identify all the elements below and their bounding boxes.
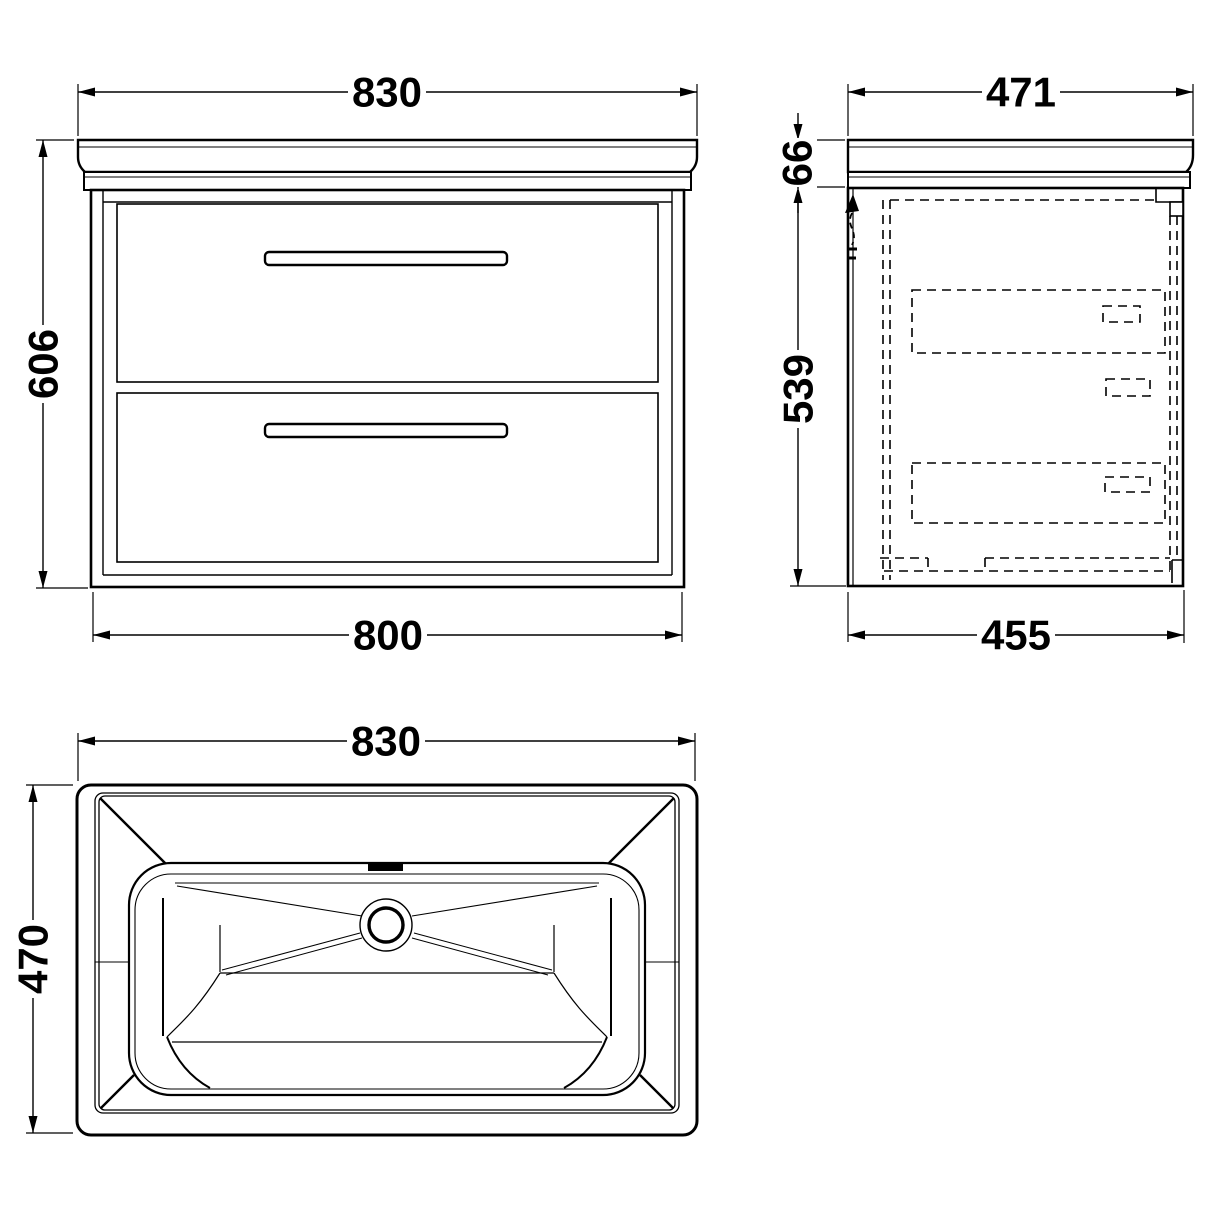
dim-plan-depth-left: 470 bbox=[10, 784, 73, 1134]
cabinet-outline-side bbox=[846, 186, 1185, 588]
basin-inner-rim bbox=[94, 792, 680, 1114]
basin-flange-side bbox=[847, 171, 1191, 189]
front-view: 830 606 bbox=[20, 69, 699, 659]
dim-plan-width-top: 830 bbox=[77, 718, 696, 781]
drawer-2-front bbox=[116, 392, 659, 563]
basin-front bbox=[76, 138, 699, 191]
basin-plan bbox=[75, 783, 699, 1137]
side-view: 471 bbox=[774, 69, 1195, 659]
dim-label-side-depth-top: 471 bbox=[986, 69, 1056, 116]
drawer-1-handle bbox=[263, 250, 509, 267]
dim-label-side-cabinet-height: 539 bbox=[775, 354, 822, 424]
dim-label-front-height-left: 606 bbox=[20, 329, 67, 399]
basin-flange-front bbox=[83, 171, 692, 191]
dim-side-cabinet-height: 539 bbox=[775, 187, 846, 587]
drawer-2-handle bbox=[263, 422, 509, 439]
wall-bracket-arrow bbox=[845, 194, 859, 260]
dim-side-basin-height: 66 bbox=[774, 113, 845, 213]
dim-label-front-width-bottom: 800 bbox=[353, 612, 423, 659]
overflow-slot bbox=[368, 864, 403, 871]
dim-label-front-width-top: 830 bbox=[352, 69, 422, 116]
drain-hole-inner bbox=[367, 906, 405, 944]
dim-label-plan-depth-left: 470 bbox=[10, 924, 57, 994]
cabinet-front bbox=[89, 188, 686, 589]
drawer-1-front bbox=[116, 203, 659, 383]
dim-front-width-top: 830 bbox=[77, 69, 698, 136]
dim-front-width-bottom: 800 bbox=[92, 592, 683, 659]
basin-side bbox=[846, 138, 1195, 189]
dim-label-side-basin-height: 66 bbox=[774, 140, 821, 187]
basin-bowl bbox=[127, 861, 647, 1097]
hidden-lines-side bbox=[880, 199, 1178, 580]
dim-side-depth-top: 471 bbox=[847, 69, 1194, 136]
dim-front-height-left: 606 bbox=[20, 139, 88, 589]
dim-label-side-depth-bottom: 455 bbox=[981, 612, 1051, 659]
plan-view: 830 bbox=[10, 718, 699, 1137]
corner-diagonals bbox=[99, 797, 675, 1109]
dim-label-plan-width-top: 830 bbox=[351, 718, 421, 765]
dim-side-depth-bottom: 455 bbox=[847, 590, 1185, 659]
cabinet-side bbox=[845, 186, 1185, 588]
